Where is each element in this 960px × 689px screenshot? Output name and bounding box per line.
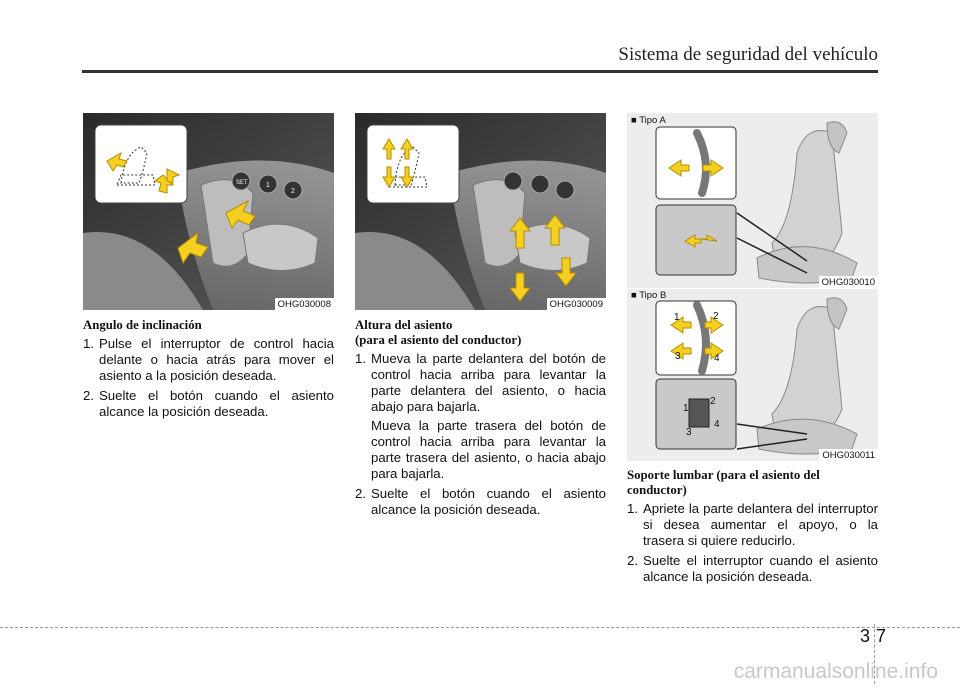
list-item-number: 1. — [627, 501, 638, 516]
height-steps: 1. Mueva la parte delantera del botón de … — [355, 351, 606, 518]
section-recline-heading: Angulo de inclinación — [83, 318, 202, 332]
list-item: 1. Mueva la parte delantera del botón de … — [355, 351, 606, 482]
section-height-heading: Altura del asiento (para el asiento del … — [355, 318, 606, 348]
list-item: 2. Suelte el botón cuando el asiento alca… — [355, 486, 606, 518]
arrow-down-icon — [508, 272, 532, 302]
switch-set-label: SET — [236, 180, 248, 186]
arrow-back-icon — [177, 231, 209, 265]
section-recline: Angulo de inclinación 1. Pulse el interru… — [83, 318, 334, 424]
header-rule — [82, 70, 878, 73]
lumbar-label-2b: 2 — [710, 396, 716, 407]
lumbar-steps: 1. Apriete la parte delantera del interru… — [627, 501, 878, 585]
list-item: 1. Apriete la parte delantera del interru… — [627, 501, 878, 549]
list-item-text: Suelte el interruptor cuando el asiento … — [643, 553, 878, 584]
recline-illustration: SET 1 2 — [83, 113, 334, 310]
watermark: carmanualsonline.info — [733, 660, 938, 683]
figure-lumbar-type-b-code: OHG030011 — [819, 449, 878, 461]
height-illustration — [355, 113, 606, 310]
footer-vertical-dash — [874, 624, 875, 684]
list-item-number: 2. — [83, 388, 94, 403]
type-a-label: ■ Tipo A — [631, 115, 666, 126]
figure-recline-code: OHG030008 — [274, 298, 334, 310]
list-item-number: 2. — [627, 553, 638, 568]
heading-line-2: (para el asiento del conductor) — [355, 333, 522, 347]
heading-line-2: conductor) — [627, 483, 687, 497]
arrow-up-icon — [508, 217, 532, 249]
figure-lumbar-type-b: 1 2 3 4 1 2 3 4 ■ Tipo B OHG030011 — [627, 289, 878, 461]
list-item: 1. Pulse el interruptor de control hacia … — [83, 336, 334, 384]
arrow-down-icon — [554, 257, 578, 287]
figure-height-code: OHG030009 — [546, 298, 606, 310]
heading-line-1: Soporte lumbar (para el asiento del — [627, 468, 820, 482]
arrow-up-icon — [543, 214, 567, 246]
lumbar-label-3b: 3 — [686, 427, 692, 438]
list-item-extra-text: Mueva la parte trasera del botón de cont… — [371, 418, 606, 481]
figure-recline: SET 1 2 OHG030008 — [83, 113, 334, 310]
list-item-number: 1. — [83, 336, 94, 351]
list-item-text: Suelte el botón cuando el asiento alcanc… — [99, 388, 334, 419]
recline-steps: 1. Pulse el interruptor de control hacia … — [83, 336, 334, 420]
section-lumbar: Soporte lumbar (para el asiento del cond… — [627, 468, 878, 589]
lumbar-type-b-illustration: 1 2 3 4 1 2 3 4 — [627, 289, 878, 461]
lumbar-label-4: 4 — [714, 353, 720, 364]
figure-lumbar-type-a-code: OHG030010 — [818, 276, 878, 288]
type-b-label: ■ Tipo B — [631, 290, 667, 301]
lumbar-label-1: 1 — [674, 312, 680, 323]
section-height: Altura del asiento (para el asiento del … — [355, 318, 606, 522]
page-number: 37 — [860, 626, 893, 646]
lumbar-type-a-illustration — [627, 113, 878, 288]
list-item: 2. Suelte el botón cuando el asiento alca… — [83, 388, 334, 420]
list-item-number: 1. — [355, 351, 366, 366]
footer-dashed-rule — [0, 627, 960, 628]
figure-lumbar-type-a: ■ Tipo A OHG030010 — [627, 113, 878, 288]
arrow-forward-icon — [225, 199, 256, 230]
list-item-number: 2. — [355, 486, 366, 501]
list-item: 2. Suelte el interruptor cuando el asient… — [627, 553, 878, 585]
lumbar-label-4b: 4 — [714, 419, 720, 430]
switch-two-label: 2 — [291, 188, 295, 195]
page-header-title: Sistema de seguridad del vehículo — [618, 44, 878, 65]
list-item-text: Apriete la parte delantera del interrupt… — [643, 501, 878, 548]
figure-height: OHG030009 — [355, 113, 606, 310]
list-item-text: Pulse el interruptor de control hacia de… — [99, 336, 334, 383]
list-item-text: Suelte el botón cuando el asiento alcanc… — [371, 486, 606, 517]
section-lumbar-heading: Soporte lumbar (para el asiento del cond… — [627, 468, 878, 498]
list-item-text: Mueva la parte delantera del botón de co… — [371, 351, 606, 414]
switch-one-label: 1 — [266, 182, 270, 189]
lumbar-label-2: 2 — [713, 311, 719, 322]
lumbar-label-3: 3 — [675, 351, 681, 362]
heading-line-1: Altura del asiento — [355, 318, 453, 332]
lumbar-label-1b: 1 — [683, 403, 689, 414]
